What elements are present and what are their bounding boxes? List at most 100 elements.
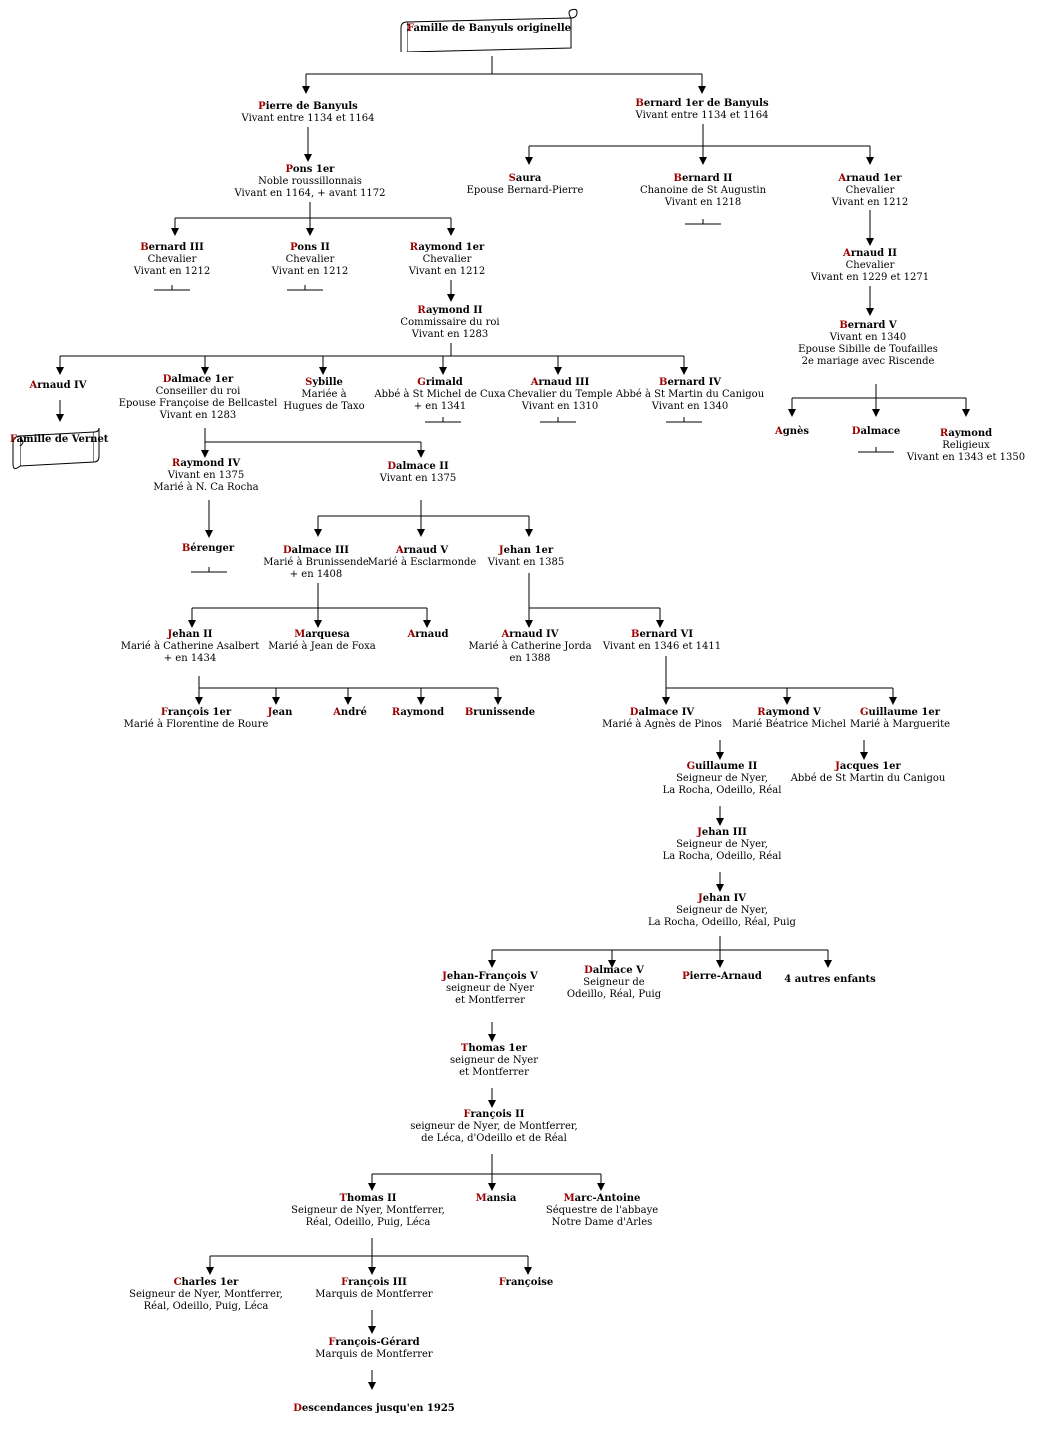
person-detail: Vivant en 1283: [159, 410, 237, 421]
person-name: Arnaud 1er: [838, 173, 902, 184]
person-detail: Noble roussillonnais: [258, 176, 362, 187]
person-detail: Epouse Bernard-Pierre: [466, 185, 584, 196]
person-name: François-Gérard: [328, 1337, 420, 1348]
person-francoise: Françoise: [499, 1277, 554, 1289]
person-mansia: Mansia: [476, 1193, 517, 1205]
person-detail: + en 1408: [289, 569, 343, 580]
person-detail: Chevalier: [845, 260, 895, 271]
person-name: François II: [463, 1109, 525, 1120]
person-detail: seigneur de Nyer: [445, 983, 535, 994]
person-detail: Vivant en 1212: [831, 197, 909, 208]
person-name: Raymond IV: [171, 458, 241, 469]
person-dalmace-b5: Dalmace: [852, 426, 900, 438]
person-detail: Marié à Catherine Jorda: [468, 641, 592, 652]
person-name: Françoise: [498, 1277, 554, 1288]
person-detail: Réal, Odeillo, Puig, Léca: [305, 1217, 431, 1228]
person-arnaud-d3: Arnaud: [407, 629, 448, 641]
person-detail: Vivant en 1283: [411, 329, 489, 340]
person-detail: Vivant en 1340: [829, 332, 907, 343]
person-descendances: Descendances jusqu'en 1925: [293, 1403, 454, 1415]
person-detail: Seigneur de Nyer,: [676, 839, 768, 850]
person-name: Raymond II: [417, 305, 483, 316]
person-name: Agnès: [774, 426, 810, 437]
person-detail: Religieux: [942, 440, 990, 451]
person-detail: Seigneur de Nyer,: [676, 905, 768, 916]
person-detail: Marié à Brunissende: [263, 557, 369, 568]
person-detail: Marié à Catherine Asalbert: [120, 641, 260, 652]
person-name: Bernard II: [673, 173, 733, 184]
person-name: Jean: [267, 707, 293, 718]
person-detail: Vivant en 1218: [664, 197, 742, 208]
person-name: Arnaud: [407, 629, 449, 640]
person-detail: seigneur de Nyer, de Montferrer,: [410, 1121, 578, 1132]
person-brunissende: Brunissende: [465, 707, 535, 719]
person-name: Saura: [508, 173, 542, 184]
person-detail: + en 1434: [163, 653, 217, 664]
person-detail: de Léca, d'Odeillo et de Réal: [421, 1133, 567, 1144]
person-detail: Mariée à: [301, 389, 347, 400]
person-name: Dalmace II: [387, 461, 449, 472]
person-name: Pons II: [290, 242, 330, 253]
person-name: Bernard V: [839, 320, 897, 331]
person-name: Pierre-Arnaud: [682, 971, 762, 982]
person-name: Dalmace III: [283, 545, 349, 556]
person-detail: Chevalier: [422, 254, 472, 265]
person-name: Arnaud II: [843, 248, 897, 259]
person-name: Arnaud IV: [29, 380, 87, 391]
person-detail: Marquis de Montferrer: [315, 1349, 433, 1360]
title-scroll: Famille de Banyuls originelle: [399, 8, 579, 52]
person-name: Raymond: [939, 428, 993, 439]
person-detail: Séquestre de l'abbaye: [545, 1205, 659, 1216]
person-name: Dalmace IV: [629, 707, 695, 718]
person-name: Jehan II: [167, 629, 213, 640]
person-name: Dalmace V: [584, 965, 644, 976]
person-detail: en 1388: [509, 653, 551, 664]
person-name: Bernard IV: [658, 377, 722, 388]
person-detail: Abbé à St Martin du Canigou: [615, 389, 765, 400]
person-name: Jacques 1er: [835, 761, 901, 772]
person-detail: La Rocha, Odeillo, Réal: [662, 851, 782, 862]
person-detail: Abbé à St Michel de Cuxa: [374, 389, 506, 400]
person-andre: André: [333, 707, 367, 719]
person-name: Bernard 1er de Banyuls: [635, 98, 769, 109]
person-detail: Chevalier du Temple: [507, 389, 613, 400]
person-detail: Vivant en 1346 et 1411: [602, 641, 722, 652]
person-raymond-j2: Raymond: [392, 707, 444, 719]
person-detail: La Rocha, Odeillo, Réal: [662, 785, 782, 796]
person-name: François 1er: [160, 707, 232, 718]
person-detail: + en 1341: [413, 401, 467, 412]
person-detail: Chanoine de St Augustin: [639, 185, 767, 196]
person-name: Brunissende: [464, 707, 536, 718]
person-name: Thomas II: [339, 1193, 397, 1204]
person-detail: Notre Dame d'Arles: [551, 1217, 653, 1228]
vernet-scroll: Famille de Vernet: [10, 426, 108, 472]
person-name: Bernard VI: [630, 629, 694, 640]
person-detail: Chevalier: [845, 185, 895, 196]
person-agnes: Agnès: [775, 426, 809, 438]
person-name: Guillaume 1er: [860, 707, 940, 718]
person-arnaud4: Arnaud IV: [30, 380, 87, 392]
person-detail: Vivant en 1375: [379, 473, 457, 484]
